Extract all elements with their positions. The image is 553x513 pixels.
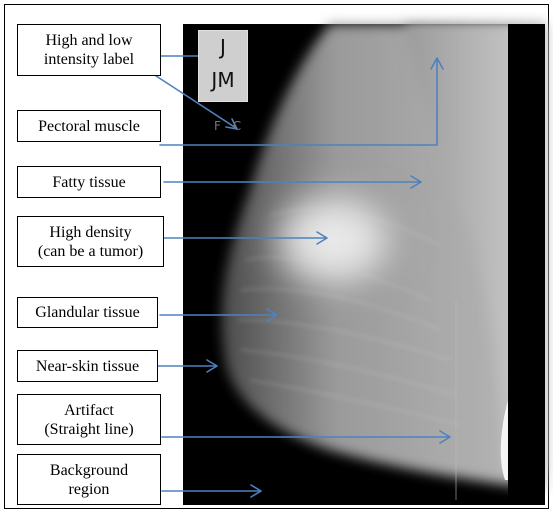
high-density-region	[260, 180, 410, 300]
corner-marker: F C	[214, 119, 245, 133]
label-fatty-tissue: Fatty tissue	[17, 166, 161, 198]
intensity-marker: J JM	[198, 30, 248, 102]
label-artifact: Artifact (Straight line)	[17, 394, 161, 445]
label-background-region: Background region	[17, 454, 161, 505]
label-high-density: High density (can be a tumor)	[17, 216, 164, 267]
dark-strip	[508, 24, 545, 505]
label-glandular-tissue: Glandular tissue	[17, 297, 158, 328]
label-near-skin-tissue: Near-skin tissue	[17, 350, 158, 382]
label-intensity: High and low intensity label	[17, 24, 161, 76]
label-pectoral-muscle: Pectoral muscle	[17, 110, 161, 142]
intensity-marker-text: JM	[199, 69, 247, 91]
intensity-marker-top: J	[199, 37, 247, 57]
